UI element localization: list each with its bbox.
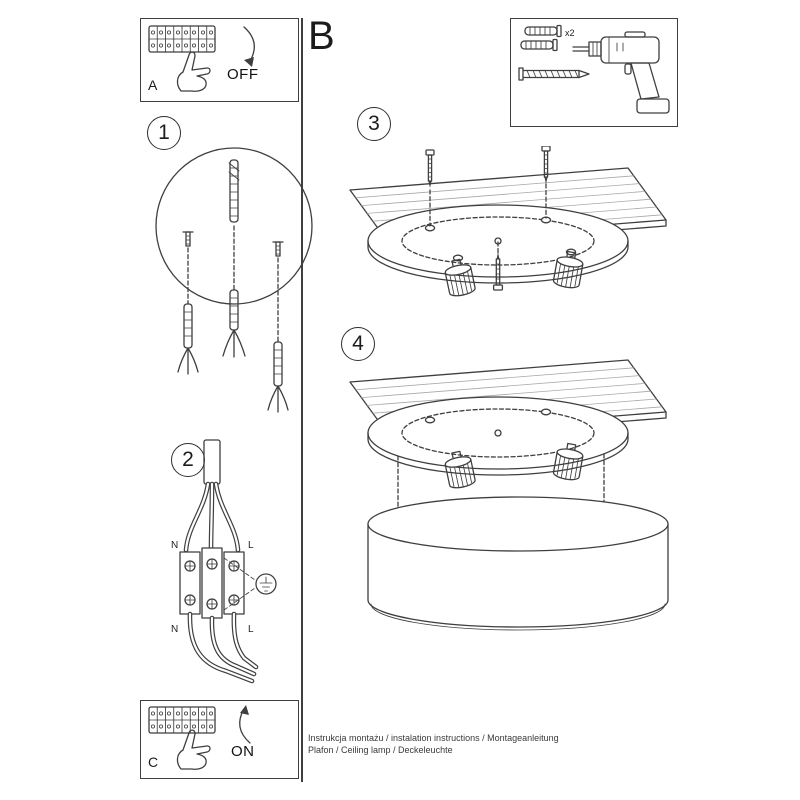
step-2-number: 2 bbox=[171, 443, 205, 477]
terminal-strip-icon bbox=[148, 25, 216, 53]
step-2-illustration: N L N L bbox=[171, 439, 277, 684]
lamp-socket bbox=[552, 442, 584, 481]
lamp-socket bbox=[444, 258, 476, 297]
step-1-illustration bbox=[155, 147, 313, 413]
step-1-number: 1 bbox=[147, 116, 181, 150]
hand-icon bbox=[176, 729, 211, 770]
panel-a: OFF A bbox=[140, 18, 299, 102]
panel-a-label: A bbox=[148, 77, 158, 93]
supply-wires bbox=[183, 481, 241, 553]
terminal-strip-icon bbox=[148, 706, 216, 734]
panel-c: ON C bbox=[140, 700, 299, 779]
plug-quantity: x2 bbox=[565, 28, 575, 38]
parts-box: x2 bbox=[510, 18, 678, 127]
wall-plug-icon bbox=[520, 38, 558, 52]
panel-c-action: ON bbox=[231, 743, 255, 760]
footer: Instrukcja montażu / instalation instruc… bbox=[308, 732, 708, 756]
section-b-label: B bbox=[308, 14, 335, 58]
step-4-number: 4 bbox=[341, 327, 375, 361]
column-divider bbox=[301, 18, 303, 782]
panel-a-illustration bbox=[148, 25, 255, 92]
parts-box-illustration: x2 bbox=[518, 24, 670, 114]
hand-icon bbox=[176, 51, 211, 92]
wire-label-l-bottom: L bbox=[248, 624, 254, 635]
footer-line-2: Plafon / Ceiling lamp / Deckeleuchte bbox=[308, 745, 453, 755]
alignment-lines bbox=[429, 183, 547, 227]
anchor-assembly-left bbox=[177, 231, 199, 375]
drill-icon bbox=[572, 31, 670, 114]
panel-a-action: OFF bbox=[227, 66, 259, 83]
earth-symbol bbox=[223, 557, 277, 611]
step-3-illustration bbox=[349, 146, 667, 297]
footer-line-1: Instrukcja montażu / instalation instruc… bbox=[308, 733, 559, 743]
rotate-arrow-icon bbox=[243, 26, 255, 67]
alignment-lines bbox=[397, 453, 605, 511]
detail-circle bbox=[155, 147, 313, 305]
wire-label-n-top: N bbox=[171, 540, 178, 551]
rotate-arrow-icon bbox=[239, 705, 251, 744]
wire-label-n-bottom: N bbox=[171, 624, 178, 635]
panel-c-illustration bbox=[148, 705, 251, 770]
mounting-screw-icon bbox=[425, 149, 435, 188]
power-cable bbox=[203, 439, 221, 485]
lamp-socket bbox=[552, 250, 584, 289]
anchor-assembly-right bbox=[267, 241, 289, 413]
canopy-plate bbox=[367, 396, 629, 476]
step-3-number: 3 bbox=[357, 107, 391, 141]
center-screw-icon bbox=[492, 241, 504, 291]
mounting-screw-icon bbox=[541, 146, 551, 184]
terminal-block bbox=[179, 547, 245, 619]
drum-shade bbox=[367, 496, 669, 631]
fixture-wires bbox=[187, 611, 259, 684]
panel-c-label: C bbox=[148, 754, 159, 770]
wall-plug-icon bbox=[524, 24, 562, 38]
screw-icon bbox=[518, 67, 590, 81]
step-4-illustration bbox=[349, 359, 669, 631]
wire-label-l-top: L bbox=[248, 540, 254, 551]
lamp-socket bbox=[444, 450, 476, 489]
anchor-assembly-center bbox=[222, 159, 246, 358]
